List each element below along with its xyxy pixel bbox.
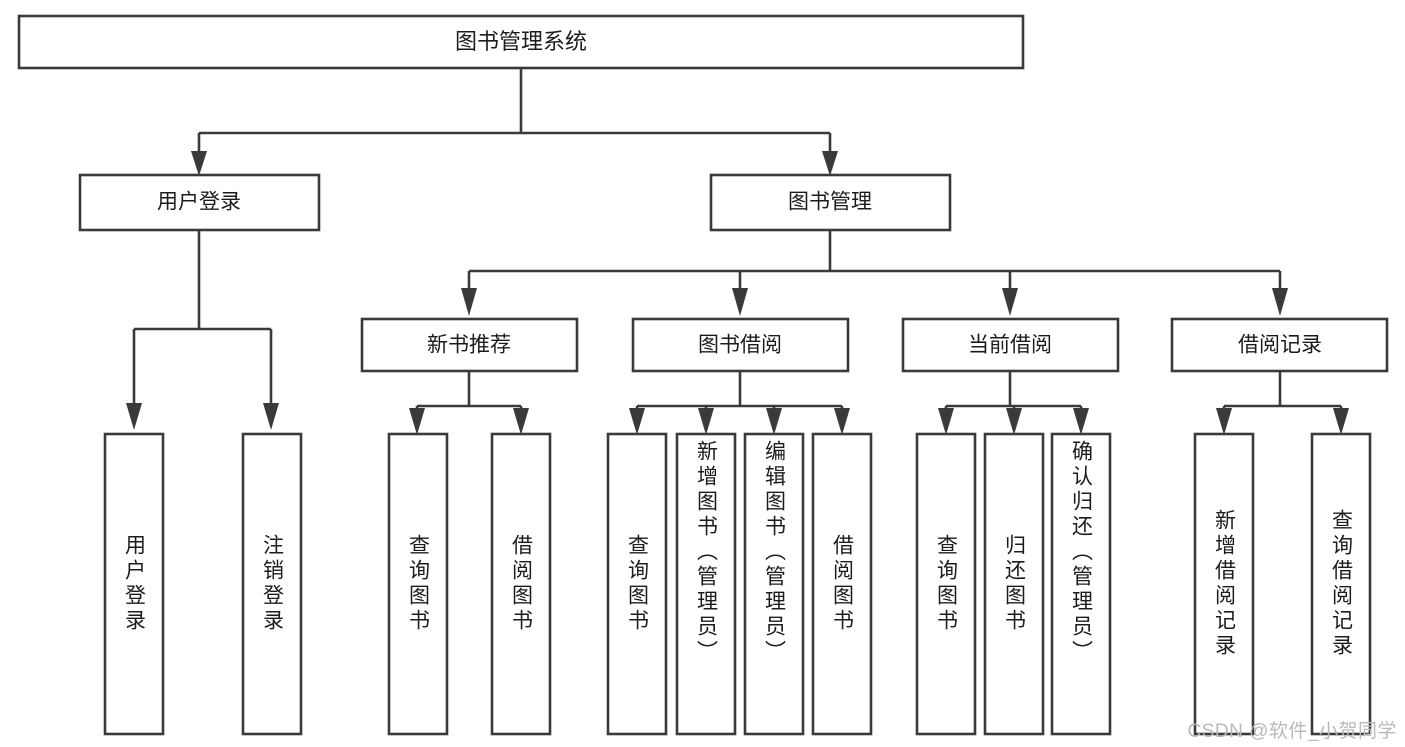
arrow-head-icon bbox=[461, 288, 477, 316]
arrow-head-icon bbox=[822, 151, 838, 176]
arrow-head-icon bbox=[629, 408, 645, 435]
leaf-box-confirm-return-admin[interactable] bbox=[1050, 432, 1112, 736]
connector-book-management-to-level2 bbox=[461, 230, 1288, 316]
arrow-head-icon bbox=[126, 403, 142, 430]
arrow-head-icon bbox=[409, 408, 425, 435]
arrow-head-icon bbox=[938, 408, 954, 435]
connector-new-book-recommend-to-leaves bbox=[409, 371, 529, 435]
node-new-book-recommend-box bbox=[360, 317, 579, 373]
arrow-head-icon bbox=[1073, 408, 1089, 435]
node-book-management-label: 图书管理 bbox=[788, 191, 872, 214]
node-current-borrow-label: 当前借阅 bbox=[968, 334, 1052, 357]
leaf-box-add-borrow-record[interactable] bbox=[1193, 432, 1255, 736]
leaf-box-borrow-book-1[interactable] bbox=[490, 432, 552, 736]
arrow-head-icon bbox=[513, 408, 529, 435]
arrow-head-icon bbox=[1006, 408, 1022, 435]
leaf-box-query-book-1[interactable] bbox=[387, 432, 449, 736]
leaf-box-user-login[interactable] bbox=[103, 432, 165, 736]
node-user-login[interactable]: 用户登录 bbox=[78, 173, 321, 232]
node-new-book-recommend[interactable]: 新书推荐 bbox=[360, 317, 579, 373]
arrow-head-icon bbox=[1333, 408, 1349, 435]
arrow-head-icon bbox=[732, 288, 748, 316]
arrow-head-icon bbox=[834, 408, 850, 435]
node-root-box bbox=[17, 14, 1025, 70]
node-user-login-box bbox=[78, 173, 321, 232]
node-borrow-record-label: 借阅记录 bbox=[1238, 334, 1322, 357]
node-current-borrow[interactable]: 当前借阅 bbox=[901, 317, 1120, 373]
node-new-book-recommend-label: 新书推荐 bbox=[427, 334, 511, 357]
arrow-head-icon bbox=[766, 408, 782, 435]
node-book-borrow-label: 图书借阅 bbox=[698, 334, 782, 357]
leaf-box-add-book-admin[interactable] bbox=[675, 432, 737, 736]
leaf-box-logout[interactable] bbox=[241, 432, 303, 736]
node-root-label: 图书管理系统 bbox=[455, 29, 587, 54]
watermark: CSDN @软件_小贺同学 bbox=[1187, 721, 1397, 742]
connector-borrow-record-to-leaves bbox=[1216, 371, 1349, 435]
arrow-head-icon bbox=[1216, 408, 1232, 435]
leaf-box-return-book[interactable] bbox=[983, 432, 1045, 736]
node-book-management[interactable]: 图书管理 bbox=[709, 173, 952, 232]
arrow-head-icon bbox=[1272, 288, 1288, 316]
node-current-borrow-box bbox=[901, 317, 1120, 373]
connector-current-borrow-to-leaves bbox=[938, 371, 1089, 435]
arrow-head-icon bbox=[191, 151, 207, 176]
node-borrow-record[interactable]: 借阅记录 bbox=[1170, 317, 1389, 373]
arrow-head-icon bbox=[263, 403, 279, 430]
leaf-box-edit-book-admin[interactable] bbox=[743, 432, 805, 736]
node-book-borrow[interactable]: 图书借阅 bbox=[631, 317, 850, 373]
arrow-head-icon bbox=[1002, 288, 1018, 316]
leaf-box-query-book-3[interactable] bbox=[915, 432, 977, 736]
leaf-box-query-book-2[interactable] bbox=[606, 432, 668, 736]
leaf-box-borrow-book-2[interactable] bbox=[811, 432, 873, 736]
arrow-head-icon bbox=[698, 408, 714, 435]
leaf-box-query-borrow-record[interactable] bbox=[1310, 432, 1372, 736]
connector-book-borrow-to-leaves bbox=[629, 371, 850, 435]
node-user-login-label: 用户登录 bbox=[157, 191, 241, 214]
connector-user-login-to-leaves bbox=[126, 230, 279, 430]
node-root[interactable]: 图书管理系统 bbox=[17, 14, 1025, 70]
connector-root-to-level1 bbox=[191, 68, 838, 176]
